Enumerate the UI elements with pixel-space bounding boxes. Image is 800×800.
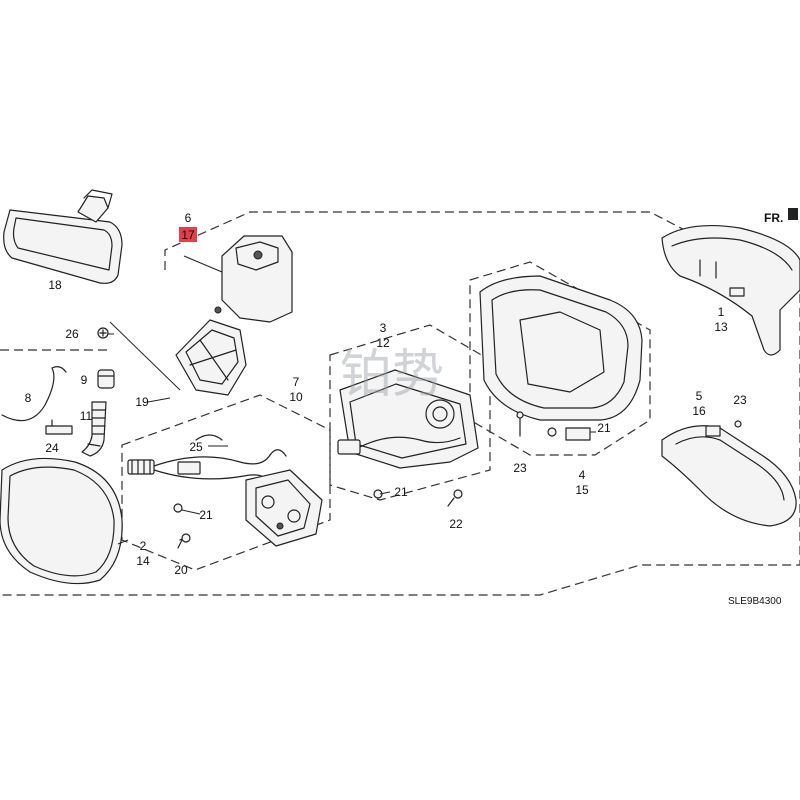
- callout-21-right: 21: [597, 421, 611, 435]
- screw-26: [97, 327, 109, 339]
- callout-5: 5: [696, 389, 703, 403]
- screw-20: [177, 533, 191, 549]
- motor-housing: [337, 369, 479, 499]
- callout-9: 9: [81, 373, 88, 387]
- callout-16: 16: [692, 404, 706, 418]
- callout-18: 18: [48, 278, 62, 292]
- callout-26: 26: [65, 327, 79, 341]
- main-assembly-boundary: [0, 211, 800, 596]
- callout-7: 7: [293, 375, 300, 389]
- callout-23-right: 23: [733, 393, 747, 407]
- callout-20: 20: [174, 563, 188, 577]
- callout-22: 22: [449, 517, 463, 531]
- fr-arrow-icon: [788, 208, 798, 220]
- callout-15: 15: [575, 483, 589, 497]
- callout-25: 25: [189, 440, 203, 454]
- clip-24: [45, 419, 73, 435]
- lower-cover: [661, 420, 797, 527]
- callout-6: 6: [185, 211, 192, 225]
- callout-3: 3: [380, 321, 387, 335]
- garnish-cover: [221, 235, 293, 323]
- front-direction-marker: FR.: [764, 208, 798, 225]
- watermark: 铂势: [340, 345, 444, 405]
- diagram-code: SLE9B4300: [728, 596, 782, 607]
- mirror-glass: [0, 457, 123, 585]
- base-plate: [175, 306, 247, 396]
- callout-23-center: 23: [513, 461, 527, 475]
- callout-1: 1: [718, 305, 725, 319]
- callout-12: 12: [376, 336, 390, 350]
- callout-14: 14: [136, 554, 150, 568]
- wire-8: [1, 366, 67, 422]
- callout-10: 10: [289, 390, 303, 404]
- fr-label: FR.: [764, 211, 783, 225]
- mirror-housing-frame: [479, 275, 643, 441]
- leader-lines: [108, 255, 596, 545]
- sub-assembly-boundary-center: [329, 324, 491, 501]
- sub-assembly-boundary-left: [121, 394, 331, 571]
- rear-view-mirror: [3, 189, 123, 284]
- callout-2: 2: [140, 539, 147, 553]
- corrugated-tube-11: [81, 401, 107, 457]
- actuator-assembly: [127, 434, 323, 547]
- assembly-boundaries: [0, 211, 800, 596]
- callout-21-center: 21: [394, 485, 408, 499]
- screw-22: [447, 489, 463, 507]
- callout-24: 24: [45, 441, 59, 455]
- callout-17-highlight: [179, 227, 197, 242]
- grommet-9: [97, 369, 115, 389]
- callout-11: 11: [80, 409, 93, 423]
- callout-21-left: 21: [199, 508, 213, 522]
- callout-17: 17: [181, 228, 195, 242]
- callout-4: 4: [579, 468, 586, 482]
- mirror-cap: [661, 224, 800, 356]
- callout-19: 19: [135, 395, 149, 409]
- sub-assembly-boundary-right: [469, 261, 651, 456]
- screw-23-center: [516, 411, 524, 437]
- callout-8: 8: [25, 391, 32, 405]
- callout-13: 13: [714, 320, 728, 334]
- callouts: 18 6 17 26 19 8 9 11 24 2 14 20 7 10 25 …: [25, 211, 747, 577]
